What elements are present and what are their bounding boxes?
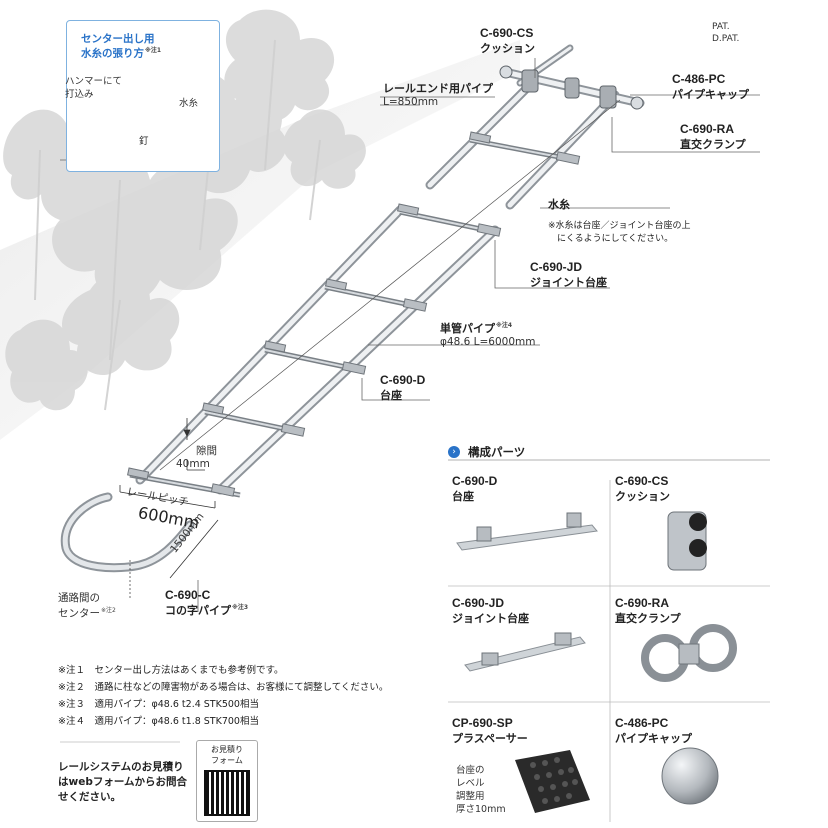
label-railend: レールエンド用パイプ L=850mm bbox=[383, 82, 493, 108]
label-pipe: 単管パイプ※注4 φ48.6 L=6000mm bbox=[440, 322, 536, 348]
leader-lines bbox=[60, 58, 760, 612]
dpat-mark: D.PAT. bbox=[712, 34, 740, 44]
note-item: ※注１ センター出し方法はあくまでも参考例です。 bbox=[58, 665, 284, 676]
label-mizuito: 水糸 ※水糸は台座／ジョイント台座の上 にくるようにしてください。 bbox=[548, 198, 691, 244]
callout-title-note: ※注1 bbox=[145, 47, 162, 54]
part-image-pc bbox=[661, 747, 719, 805]
qr-panel: お見積り フォーム bbox=[196, 740, 258, 822]
callout-string-label: 水糸 bbox=[179, 98, 199, 109]
dim-pitch bbox=[119, 485, 216, 509]
callout-title: センター出し用 bbox=[81, 33, 155, 45]
qr-code-icon[interactable] bbox=[204, 770, 250, 816]
part-item-d: C-690-D 台座 bbox=[452, 474, 498, 503]
water-string bbox=[159, 99, 621, 471]
label-d: C-690-D 台座 bbox=[380, 373, 426, 402]
part-item-sp: CP-690-SP プラスペーサー bbox=[452, 716, 528, 745]
label-ra: C-690-RA 直交クランプ bbox=[680, 122, 746, 151]
chevron-right-icon: › bbox=[448, 446, 460, 458]
dim-gap bbox=[183, 418, 205, 471]
callout-hammer: ハンマーにて bbox=[65, 76, 123, 87]
part-image-ra bbox=[641, 624, 737, 682]
note-item: ※注３ 適用パイプ：φ48.6 t2.4 STK500相当 bbox=[58, 699, 259, 710]
bases bbox=[127, 131, 581, 498]
label-c: C-690-C コの字パイプ※注3 bbox=[165, 588, 249, 617]
part-item-jd: C-690-JD ジョイント台座 bbox=[452, 596, 529, 625]
label-center: 通路間の センター※注2 bbox=[58, 592, 116, 620]
part-item-ra: C-690-RA 直交クランプ bbox=[615, 596, 681, 625]
part-image-d bbox=[456, 512, 598, 551]
note-item: ※注４ 適用パイプ：φ48.6 t1.8 STK700相当 bbox=[58, 716, 259, 727]
dim-width bbox=[169, 519, 219, 579]
parts-heading: › 構成パーツ bbox=[448, 444, 525, 460]
note-item: ※注２ 通路に柱などの障害物がある場合は、お客様にて調整してください。 bbox=[58, 682, 389, 693]
notes-list: ※注１ センター出し方法はあくまでも参考例です。 ※注２ 通路に柱などの障害物が… bbox=[58, 662, 388, 730]
spacer-description: 台座の レベル 調整用 厚さ10mm bbox=[456, 765, 506, 815]
rail-system bbox=[60, 44, 645, 573]
part-image-cs bbox=[667, 511, 707, 571]
callout-box: センター出し用 水糸の張り方※注1 ハンマーにて 打込み 水糸 釘 bbox=[65, 20, 220, 172]
part-image-sp bbox=[515, 750, 590, 813]
part-item-pc: C-486-PC パイプキャップ bbox=[615, 716, 692, 745]
part-item-cs: C-690-CS クッション bbox=[615, 474, 670, 503]
label-jd: C-690-JD ジョイント台座 bbox=[530, 260, 607, 289]
label-cs: C-690-CS クッション bbox=[480, 26, 535, 55]
pat-mark: PAT. bbox=[712, 22, 730, 32]
label-pc: C-486-PC パイプキャップ bbox=[672, 72, 749, 101]
callout-title2: 水糸の張り方 bbox=[81, 47, 144, 60]
part-image-jd bbox=[464, 632, 586, 672]
callout-nail-label: 釘 bbox=[139, 136, 149, 147]
callout-hammer2: 打込み bbox=[65, 89, 94, 100]
label-gap: 隙間 40mm bbox=[176, 445, 217, 470]
quote-text: レールシステムのお見積り はwebフォームからお問合 せください。 bbox=[58, 761, 188, 803]
clamps bbox=[499, 65, 644, 110]
